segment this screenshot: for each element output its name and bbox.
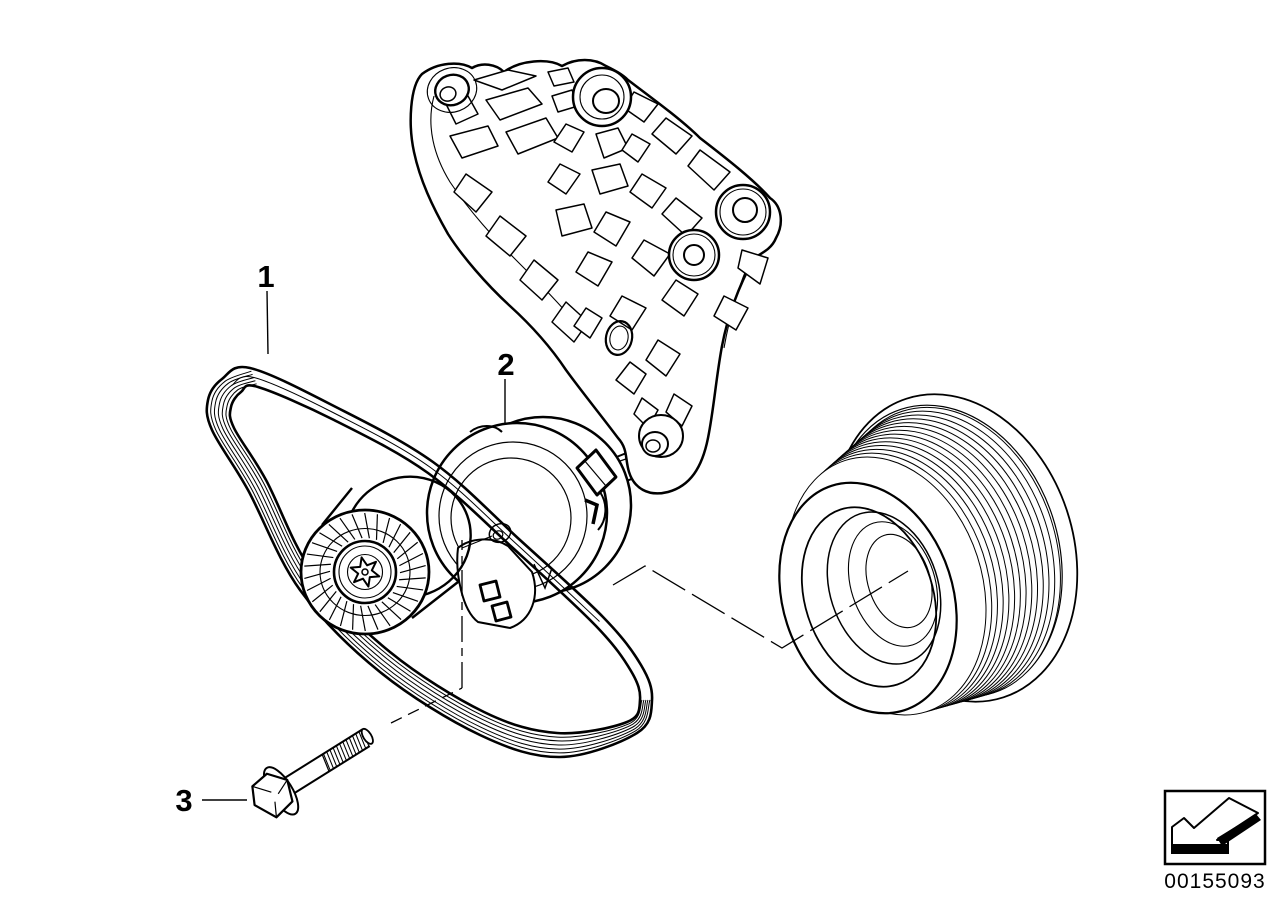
footer-stamp: 00155093: [1163, 789, 1267, 893]
bolt-axis-leader: [390, 687, 463, 724]
callout-1-label: 1: [257, 259, 274, 294]
belt-routing-leader: [612, 565, 909, 649]
bracket-bolt-holes: [426, 66, 772, 458]
belt-tensioner: [321, 415, 633, 630]
crankshaft-pulley: [778, 393, 1079, 716]
bolt-hex-head: [251, 772, 294, 819]
image-number: 00155093: [1164, 870, 1265, 893]
callouts: 1 2 3: [175, 259, 514, 818]
direction-arrow-icon: [1171, 797, 1261, 854]
bolt-tip: [360, 727, 374, 745]
torx-bolt-head: [349, 556, 381, 588]
belt-direction-mark: [533, 563, 553, 591]
callout-leader-1: [266, 290, 269, 355]
mounting-bracket: [409, 58, 783, 495]
callout-2-label: 2: [497, 347, 514, 382]
callout-3-label: 3: [175, 783, 192, 818]
pulley-serrations: [304, 512, 426, 632]
hex-flange-bolt: [251, 727, 374, 819]
tensioner-pulley: [299, 508, 431, 636]
leader-lines: [202, 290, 909, 801]
tensioner-clip-tab: [575, 448, 618, 497]
tensioner-spring-hook: [584, 498, 600, 525]
